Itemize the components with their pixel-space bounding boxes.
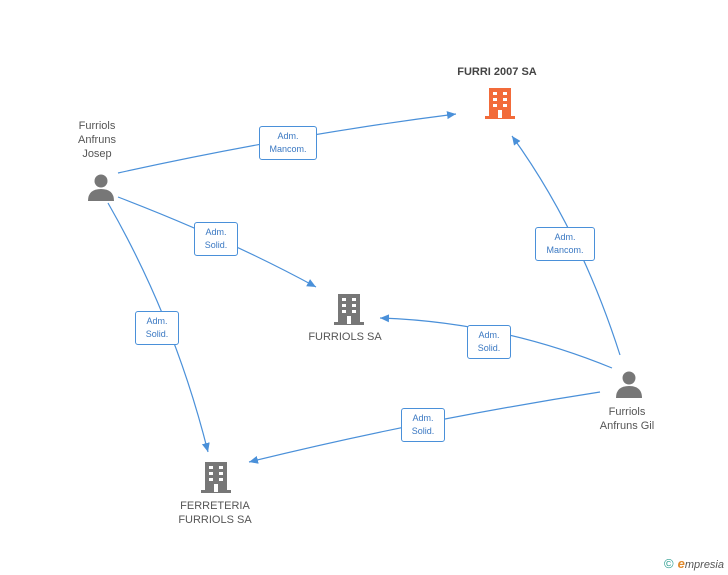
building-icon-furriols-sa (334, 294, 364, 325)
brand-name: mpresia (684, 559, 724, 571)
brand-initial: e (677, 556, 685, 571)
copyright-icon: © (664, 556, 674, 571)
edge-label-gil-furri2007: Adm. Mancom. (535, 227, 595, 261)
node-label-furri2007[interactable]: FURRI 2007 SA (457, 66, 537, 78)
brand-footer[interactable]: ©empresia (664, 556, 724, 571)
building-icon-ferreteria (201, 462, 231, 493)
node-label-ferreteria[interactable]: FERRETERIA FURRIOLS SA (178, 500, 252, 526)
edge-label-josep-ferreteria: Adm. Solid. (135, 311, 179, 345)
edge-label-gil-furriols: Adm. Solid. (467, 325, 511, 359)
node-label-gil[interactable]: Furriols Anfruns Gil (599, 406, 655, 432)
edge-label-gil-ferreteria: Adm. Solid. (401, 408, 445, 442)
edge-label-josep-furri2007: Adm. Mancom. (259, 126, 317, 160)
node-label-josep[interactable]: Furriols Anfruns Josep (78, 120, 116, 160)
person-icon-josep (88, 174, 114, 201)
building-icon-furri2007 (485, 88, 515, 119)
node-label-furriols-sa[interactable]: FURRIOLS SA (308, 331, 382, 343)
person-icon-gil (616, 371, 642, 398)
edge-label-josep-furriols: Adm. Solid. (194, 222, 238, 256)
